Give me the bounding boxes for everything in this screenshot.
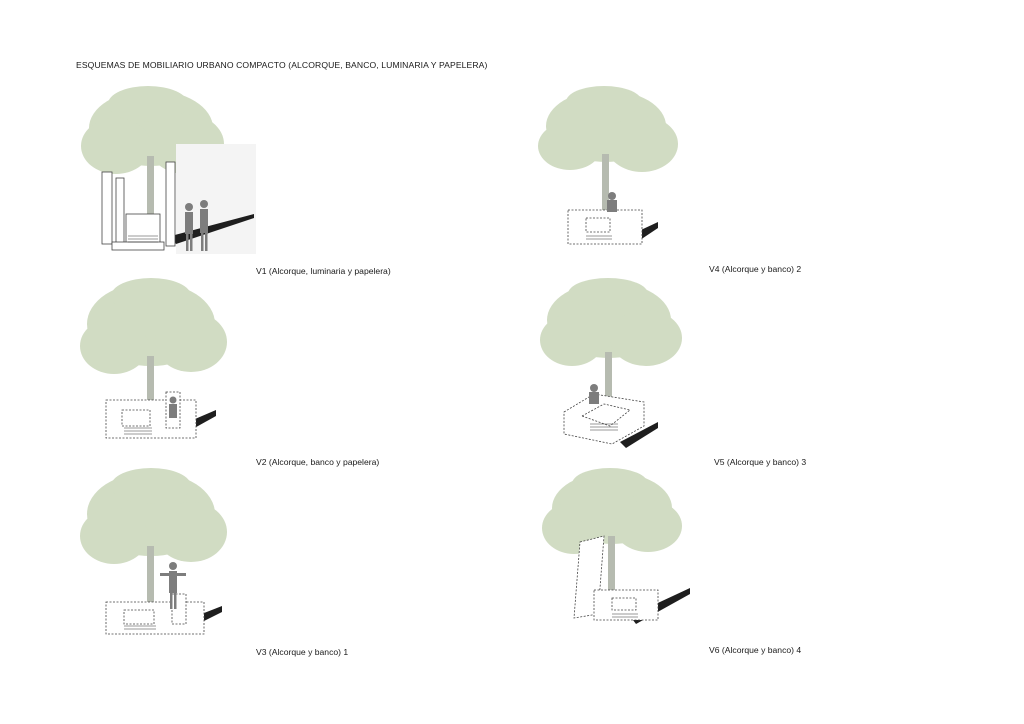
variant-v5-illustration xyxy=(534,276,734,456)
tree-grate xyxy=(124,427,152,435)
bench-structure xyxy=(567,209,643,245)
variant-caption-v2: V2 (Alcorque, banco y papelera) xyxy=(256,457,380,467)
tree-trunk xyxy=(147,546,154,621)
tree-foliage xyxy=(540,278,682,366)
tree-grate xyxy=(124,625,156,630)
tree-grate xyxy=(590,423,618,431)
variant-v4-illustration xyxy=(534,86,734,266)
cast-shadow xyxy=(620,422,658,448)
human-figures xyxy=(185,200,208,251)
variant-caption-v3: V3 (Alcorque y banco) 1 xyxy=(256,647,349,657)
seated-figure xyxy=(607,192,617,212)
tree-grate xyxy=(586,235,612,240)
seated-figure xyxy=(169,396,177,418)
tree-foliage xyxy=(81,86,224,174)
variant-v1-illustration xyxy=(76,86,276,266)
tree-foliage xyxy=(538,86,678,172)
variant-caption-v1: V1 (Alcorque, luminaria y papelera) xyxy=(256,266,391,276)
variant-v3-illustration xyxy=(76,466,276,646)
bench-wastebin-structure xyxy=(105,391,197,439)
variant-caption-v4: V4 (Alcorque y banco) 2 xyxy=(709,264,802,274)
bench-structure xyxy=(563,393,645,445)
bench-structure xyxy=(105,593,205,635)
tree-trunk xyxy=(147,156,154,246)
page-title: ESQUEMAS DE MOBILIARIO URBANO COMPACTO (… xyxy=(76,60,488,70)
tree-trunk xyxy=(602,154,609,224)
tree-trunk xyxy=(605,352,612,414)
variant-caption-v5: V5 (Alcorque y banco) 3 xyxy=(714,457,807,467)
tree-foliage xyxy=(80,468,227,564)
variant-v2-illustration xyxy=(76,276,276,456)
variant-caption-v6: V6 (Alcorque y banco) 4 xyxy=(709,645,802,655)
tree-foliage xyxy=(80,278,227,374)
tree-grate xyxy=(612,613,638,618)
standing-figure xyxy=(160,562,186,609)
tree-trunk xyxy=(608,536,615,616)
variant-v6-illustration xyxy=(534,466,734,646)
bench-luminaire-structure xyxy=(101,161,176,251)
bench-luminaire-structure xyxy=(573,535,659,621)
tree-trunk xyxy=(147,356,154,426)
tree-grate xyxy=(128,235,158,243)
seated-figure xyxy=(589,384,599,404)
